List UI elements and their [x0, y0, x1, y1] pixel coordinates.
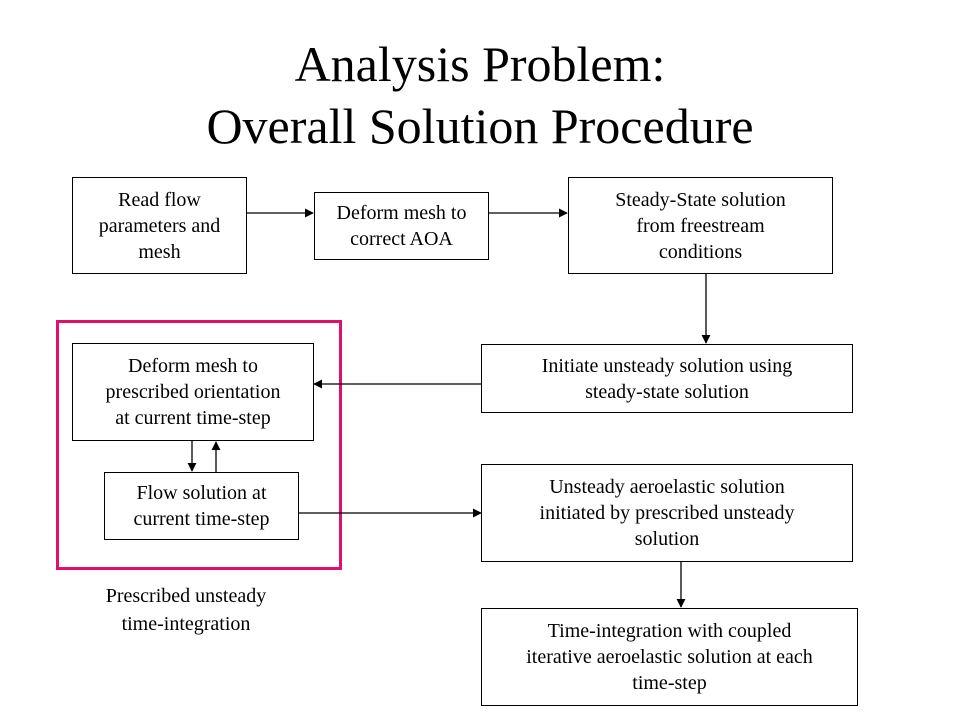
unsteady-aeroelastic-box: Unsteady aeroelastic solution initiated …: [481, 464, 853, 562]
title-line-2: Overall Solution Procedure: [206, 98, 754, 154]
read-flow-parameters-box: Read flow parameters and mesh: [72, 177, 247, 274]
deform-mesh-prescribed-box: Deform mesh to prescribed orientation at…: [72, 343, 314, 441]
steady-state-solution-box: Steady-State solution from freestream co…: [568, 177, 833, 274]
prescribed-group-label: Prescribed unsteady time-integration: [105, 585, 267, 635]
prescribed-group-frame: [56, 320, 342, 570]
initiate-unsteady-solution-box: Initiate unsteady solution using steady-…: [481, 344, 853, 413]
deform-mesh-aoa-box: Deform mesh to correct AOA: [314, 192, 489, 260]
title-line-1: Analysis Problem:: [294, 36, 666, 92]
time-integration-box: Time-integration with coupled iterative …: [481, 608, 858, 706]
flow-solution-box: Flow solution at current time-step: [104, 472, 299, 540]
